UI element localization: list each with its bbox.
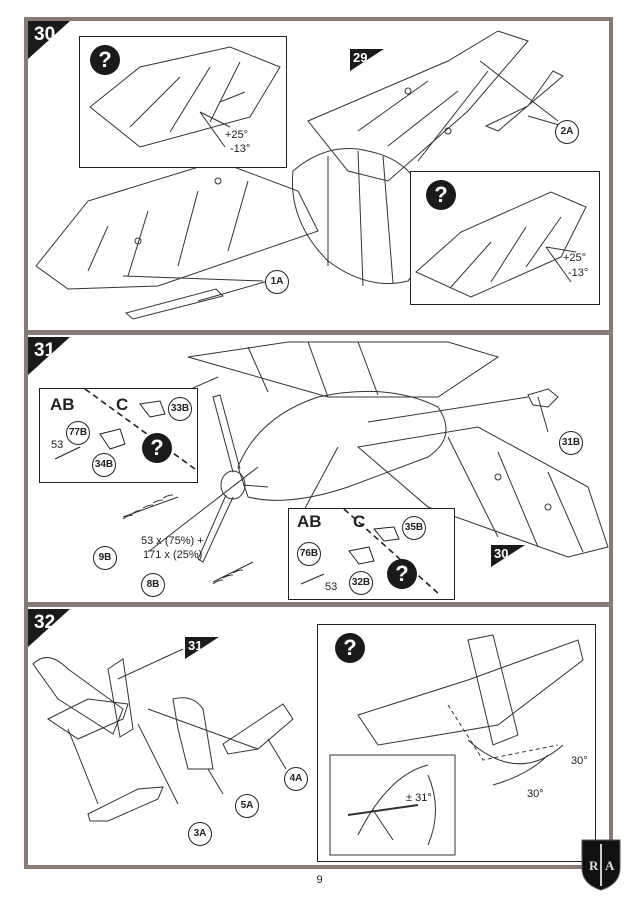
angle-down-label: -13°	[568, 267, 589, 279]
detail-box-right-flap: ? +25° -13°	[410, 171, 600, 305]
part-callout: 33B	[168, 397, 192, 421]
variant-c-label: C	[353, 512, 366, 531]
question-icon: ?	[335, 633, 365, 663]
variant-box-right: AB C 76B 53 32B 35B ?	[288, 508, 455, 600]
svg-text:R: R	[589, 858, 599, 873]
part-callout: 8B	[141, 573, 165, 597]
quantity-note-line-2: 171 x (25%)	[143, 549, 203, 561]
part-callout: 32B	[349, 571, 373, 595]
part-callout: 76B	[297, 542, 321, 566]
part-number-label: 53	[51, 439, 64, 451]
part-number-label: 53	[325, 581, 338, 593]
step-31-drawing	[122, 341, 609, 585]
variant-ab-label: AB	[297, 512, 322, 531]
page-number: 9	[316, 874, 323, 886]
part-callout: 2A	[555, 120, 579, 144]
quantity-note-line-1: 53 x (75%) +	[141, 535, 204, 547]
step-32-drawing	[32, 648, 294, 822]
part-callout: 3A	[188, 822, 212, 846]
step-32-panel: 32 31 4A 5A 3A ? 30° 30° ± 31°	[28, 609, 609, 865]
variant-c-label: C	[116, 395, 129, 414]
angle-up-label: +25°	[563, 252, 587, 264]
angle-label: 30°	[527, 788, 544, 800]
part-callout: 35B	[402, 516, 426, 540]
part-callout: 4A	[284, 767, 308, 791]
part-callout: 77B	[66, 421, 90, 445]
variant-divider-drawing	[300, 509, 440, 595]
angle-down-label: -13°	[230, 143, 251, 155]
flap-detail-drawing	[415, 191, 587, 298]
part-callout: 34B	[92, 453, 116, 477]
part-callout: 31B	[559, 431, 583, 455]
part-callout: 9B	[93, 546, 117, 570]
angle-label: ± 31°	[406, 792, 432, 804]
variant-box-left: AB C 77B 53 34B 33B ?	[39, 388, 198, 483]
flap-detail-drawing	[89, 46, 281, 148]
svg-text:A: A	[605, 858, 615, 873]
part-callout: 5A	[235, 794, 259, 818]
question-icon: ?	[387, 559, 417, 589]
step-separator	[28, 330, 609, 335]
step-separator	[28, 602, 609, 607]
question-icon: ?	[426, 180, 456, 210]
variant-ab-label: AB	[50, 395, 75, 414]
variant-divider-drawing	[54, 389, 196, 470]
deflection-detail-drawing	[329, 634, 584, 856]
part-callout: 1A	[265, 270, 289, 294]
step-31-panel: 31 AB C 77B 53 34B 33B ? AB C	[28, 337, 609, 602]
detail-box-rudder-elevator: ? 30° 30° ± 31°	[317, 624, 596, 862]
angle-label: 30°	[571, 755, 588, 767]
detail-box-left-flap: ? +25° -13°	[79, 36, 287, 168]
question-icon: ?	[90, 45, 120, 75]
step-30-panel: 30 29 ? +25° -13° ? +25° -13° 2A 1A	[28, 21, 609, 330]
angle-up-label: +25°	[225, 129, 249, 141]
question-icon: ?	[142, 433, 172, 463]
publisher-logo: R A	[581, 839, 621, 891]
